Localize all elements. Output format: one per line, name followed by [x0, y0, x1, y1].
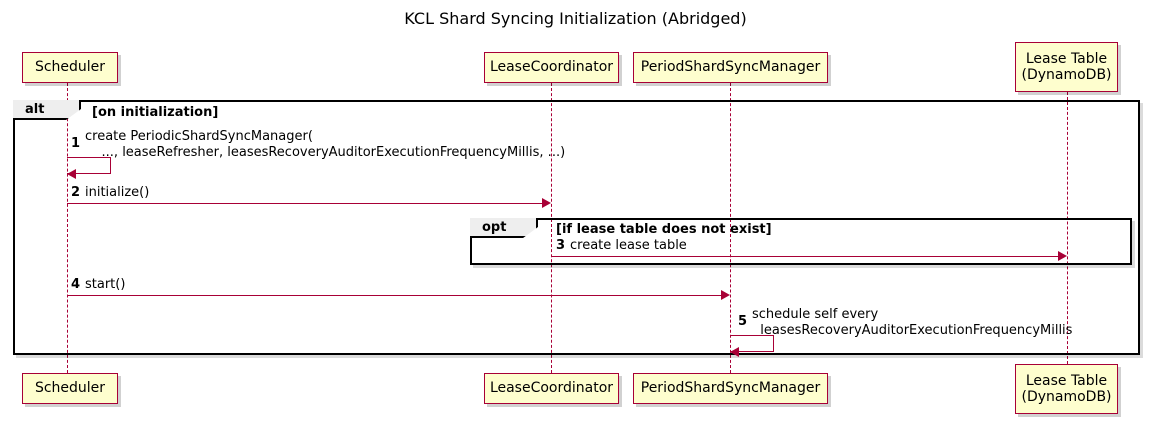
- diagram-title: KCL Shard Syncing Initialization (Abridg…: [404, 9, 747, 28]
- message-5-text: schedule self every leasesRecoveryAudito…: [752, 307, 1073, 338]
- message-4-text: start(): [85, 277, 126, 292]
- frame-opt-keyword: opt: [482, 219, 507, 235]
- participant-top-lease-coordinator-label: LeaseCoordinator: [489, 59, 614, 76]
- message-3-number: 3: [556, 238, 566, 253]
- message-4-line: [67, 295, 721, 296]
- message-3-text: create lease table: [570, 238, 687, 253]
- lifeline-lease-coordinator: [551, 83, 552, 373]
- message-3-arrowhead: [1058, 251, 1067, 261]
- message-1-arrowhead: [67, 169, 76, 179]
- message-2-text: initialize(): [85, 185, 150, 200]
- frame-alt-on-initialization: [13, 100, 1140, 355]
- message-2-line: [67, 203, 542, 204]
- participant-top-period-shard-sync-manager-label: PeriodShardSyncManager: [640, 59, 821, 76]
- participant-bottom-lease-coordinator[interactable]: LeaseCoordinator: [484, 373, 619, 404]
- lifeline-lease-table: [1067, 92, 1068, 364]
- message-5-arrowhead: [730, 347, 739, 357]
- message-5-self-call-path: [730, 335, 774, 352]
- message-5-number: 5: [738, 314, 748, 329]
- participant-bottom-lease-table-label: Lease Table (DynamoDB): [1021, 372, 1112, 405]
- message-2-number: 2: [71, 185, 81, 200]
- message-3-line: [551, 256, 1058, 257]
- frame-alt-condition: [on initialization]: [92, 105, 219, 120]
- frame-opt-lease-table-missing: [470, 218, 1132, 265]
- frame-opt-condition: [if lease table does not exist]: [556, 222, 772, 237]
- participant-bottom-period-shard-sync-manager-label: PeriodShardSyncManager: [640, 380, 821, 397]
- participant-bottom-scheduler-label: Scheduler: [34, 380, 106, 397]
- participant-top-lease-coordinator[interactable]: LeaseCoordinator: [484, 52, 619, 83]
- lifeline-period-shard-sync-manager: [730, 83, 731, 373]
- participant-top-lease-table[interactable]: Lease Table (DynamoDB): [1015, 42, 1118, 92]
- frame-alt-keyword: alt: [25, 101, 45, 117]
- message-1-self-call-path: [67, 157, 111, 174]
- participant-top-scheduler-label: Scheduler: [34, 59, 106, 76]
- participant-top-lease-table-label: Lease Table (DynamoDB): [1021, 50, 1112, 83]
- participant-bottom-lease-coordinator-label: LeaseCoordinator: [489, 380, 614, 397]
- participant-bottom-period-shard-sync-manager[interactable]: PeriodShardSyncManager: [633, 373, 828, 404]
- message-2-arrowhead: [542, 198, 551, 208]
- message-4-arrowhead: [721, 290, 730, 300]
- participant-bottom-lease-table[interactable]: Lease Table (DynamoDB): [1015, 364, 1118, 414]
- message-1-number: 1: [71, 136, 81, 151]
- message-4-number: 4: [71, 277, 81, 292]
- participant-top-scheduler[interactable]: Scheduler: [22, 52, 118, 83]
- lifeline-scheduler: [67, 83, 68, 373]
- participant-bottom-scheduler[interactable]: Scheduler: [22, 373, 118, 404]
- participant-top-period-shard-sync-manager[interactable]: PeriodShardSyncManager: [633, 52, 828, 83]
- message-1-text: create PeriodicShardSyncManager( ..., le…: [85, 129, 566, 160]
